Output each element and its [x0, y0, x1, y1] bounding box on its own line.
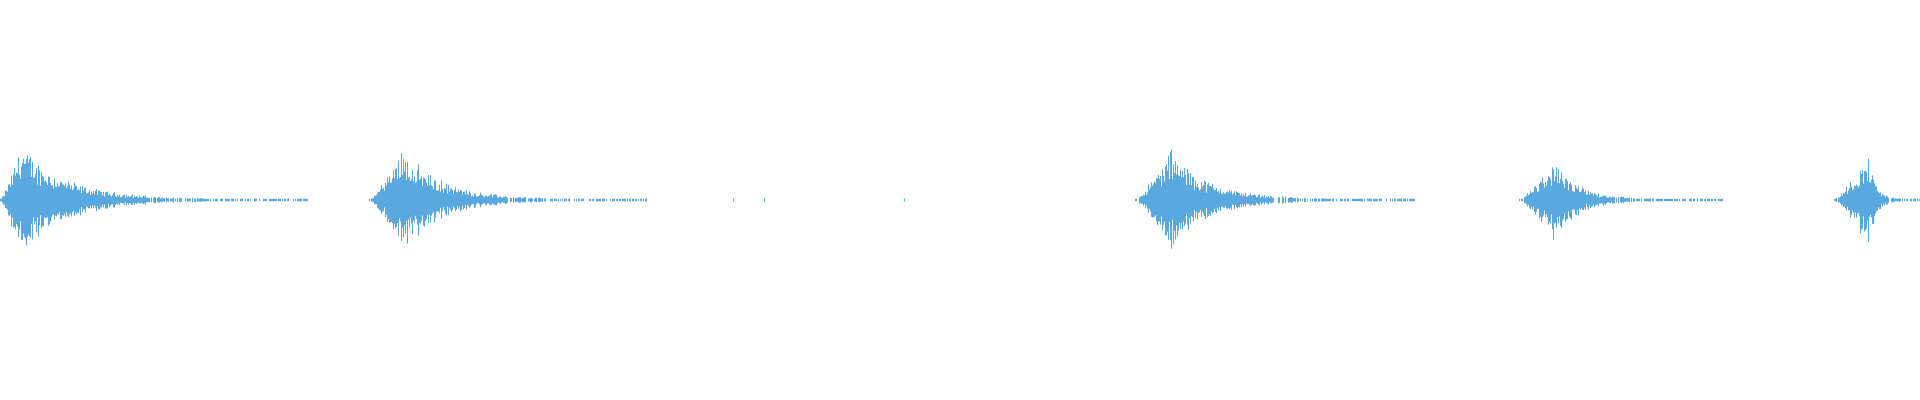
waveform-trace	[0, 149, 1920, 249]
waveform-samples	[0, 149, 1920, 249]
